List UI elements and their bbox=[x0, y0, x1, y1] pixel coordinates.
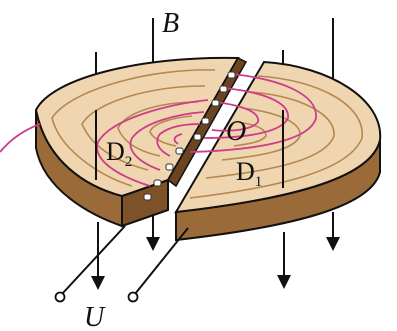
particle bbox=[193, 133, 202, 141]
particle bbox=[143, 193, 152, 201]
terminal-right-icon bbox=[127, 291, 139, 303]
particle bbox=[175, 147, 184, 155]
particles bbox=[143, 71, 236, 201]
field-arrows-bottom bbox=[91, 212, 340, 290]
label-dee-right-main: D bbox=[236, 157, 255, 186]
terminal-left-icon bbox=[54, 291, 66, 303]
particle bbox=[211, 99, 220, 107]
particle bbox=[153, 179, 162, 187]
particle bbox=[227, 71, 236, 79]
label-field: B bbox=[162, 8, 179, 39]
dee-right-grain bbox=[189, 75, 363, 199]
particle bbox=[219, 85, 228, 93]
field-lines-over bbox=[95, 110, 284, 188]
label-voltage: U bbox=[84, 302, 106, 331]
label-dee-left-sub: 2 bbox=[125, 154, 133, 170]
dee-right bbox=[174, 60, 382, 242]
particle-trajectory bbox=[0, 73, 317, 187]
label-dee-left: D2 bbox=[106, 137, 132, 170]
particle bbox=[165, 163, 174, 171]
dee-left-grain bbox=[51, 69, 216, 187]
voltage-leads bbox=[61, 225, 189, 295]
label-dee-right-sub: 1 bbox=[255, 174, 263, 190]
label-dee-right: D1 bbox=[236, 157, 262, 190]
label-center: O bbox=[226, 116, 246, 147]
label-dee-left-main: D bbox=[106, 137, 125, 166]
lead-right bbox=[134, 227, 189, 295]
particle bbox=[201, 117, 210, 125]
dee-right-top bbox=[174, 60, 382, 214]
lead-left bbox=[61, 225, 126, 295]
